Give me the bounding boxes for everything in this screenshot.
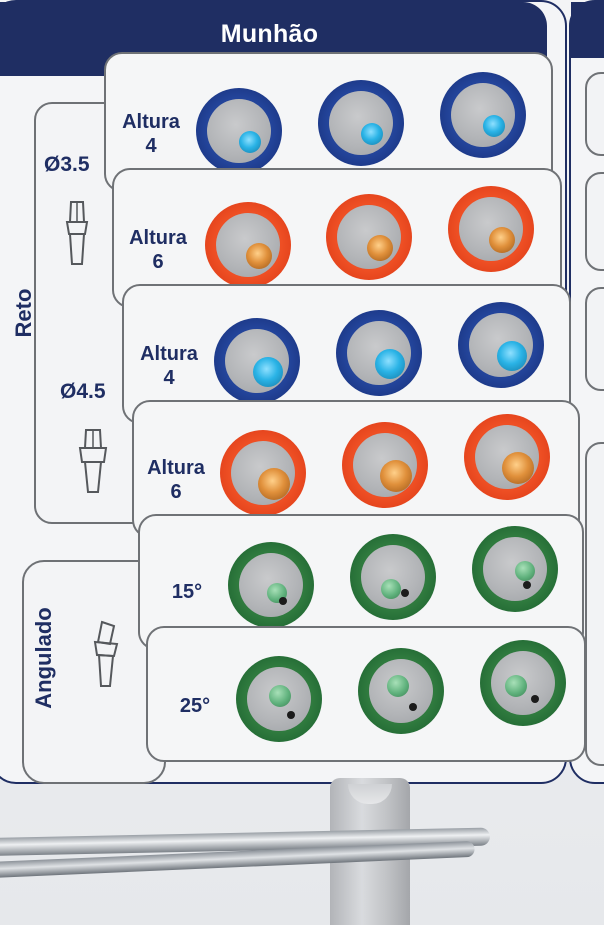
socket[interactable] (350, 534, 436, 620)
socket[interactable] (458, 302, 544, 388)
diameter-3-5-label: Ø3.5 (44, 153, 90, 176)
row-label-line1: Altura (122, 111, 180, 133)
socket[interactable] (318, 80, 404, 166)
diameter-4-5-label: Ø4.5 (60, 380, 106, 403)
row-label: Altura 6 (118, 226, 198, 274)
row-label-line1: Altura (140, 343, 198, 365)
row-label: Altura 6 (136, 456, 216, 504)
row-label-line2: 6 (152, 251, 164, 273)
socket[interactable] (196, 88, 282, 174)
abutment-angled-icon (93, 620, 119, 687)
socket[interactable] (326, 194, 412, 280)
row-label-line2: 4 (145, 135, 157, 157)
socket[interactable] (358, 648, 444, 734)
adjacent-panel (569, 0, 604, 784)
adjacent-panel-header (571, 2, 604, 58)
abutment-wide-icon (78, 429, 108, 493)
socket[interactable] (342, 422, 428, 508)
socket[interactable] (214, 318, 300, 404)
panel-title: Munhão (220, 20, 319, 48)
socket[interactable] (236, 656, 322, 742)
row-label: Altura 4 (112, 110, 190, 158)
socket[interactable] (464, 414, 550, 500)
adjacent-slot (585, 72, 604, 156)
row-label: 25° (179, 695, 211, 717)
socket[interactable] (220, 430, 306, 516)
row-label-line2: 4 (163, 367, 175, 389)
row-label-line1: Altura (147, 457, 205, 479)
socket[interactable] (480, 640, 566, 726)
row-label-line1: Altura (129, 227, 187, 249)
tool-holder-notch (348, 784, 392, 804)
socket[interactable] (440, 72, 526, 158)
socket[interactable] (336, 310, 422, 396)
reto-label: Reto (11, 288, 36, 338)
socket[interactable] (205, 202, 291, 288)
adjacent-slot (585, 442, 604, 766)
socket[interactable] (472, 526, 558, 612)
row-label-line2: 6 (170, 481, 182, 503)
socket[interactable] (448, 186, 534, 272)
abutment-straight-icon (65, 201, 89, 265)
adjacent-slot (585, 172, 604, 271)
adjacent-slot (585, 287, 604, 391)
angulado-label: Angulado (31, 607, 56, 709)
socket[interactable] (228, 542, 314, 628)
row-label: 15° (171, 581, 203, 603)
row-label: Altura 4 (128, 342, 210, 390)
